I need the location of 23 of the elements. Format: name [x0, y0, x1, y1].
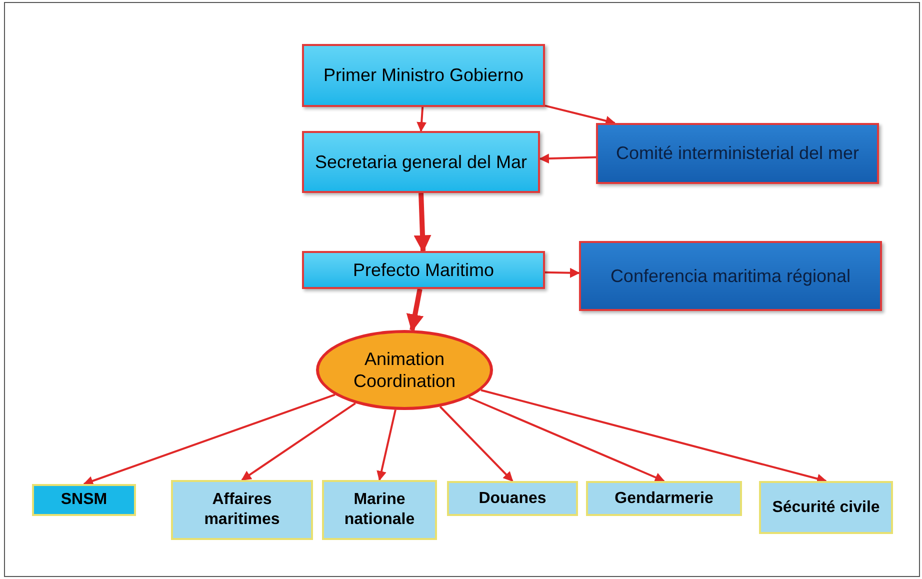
coordination-ellipse: Animation Coordination	[316, 330, 493, 410]
arrow	[539, 154, 596, 164]
arrow	[83, 394, 336, 486]
unit-box: Douanes	[447, 481, 578, 516]
process-box: Comité interministerial del mer	[596, 123, 879, 184]
arrow	[468, 396, 665, 482]
arrow	[480, 389, 827, 484]
arrow	[414, 192, 432, 253]
arrow	[544, 268, 580, 278]
process-box: Conferencia maritima régional	[579, 241, 882, 311]
arrow	[376, 410, 396, 481]
process-box: Primer Ministro Gobierno	[302, 44, 545, 107]
unit-box: Gendarmerie	[586, 481, 742, 516]
process-box: Secretaria general del Mar	[302, 131, 540, 193]
arrow	[416, 106, 427, 132]
arrow	[241, 402, 356, 481]
process-box: Prefecto Maritimo	[302, 251, 545, 289]
unit-box: Sécurité civile	[759, 481, 893, 534]
unit-box: Marine nationale	[322, 480, 437, 540]
arrow	[544, 104, 616, 126]
unit-box: SNSM	[32, 484, 136, 516]
unit-box: Affaires maritimes	[171, 480, 313, 540]
arrow	[406, 288, 424, 332]
